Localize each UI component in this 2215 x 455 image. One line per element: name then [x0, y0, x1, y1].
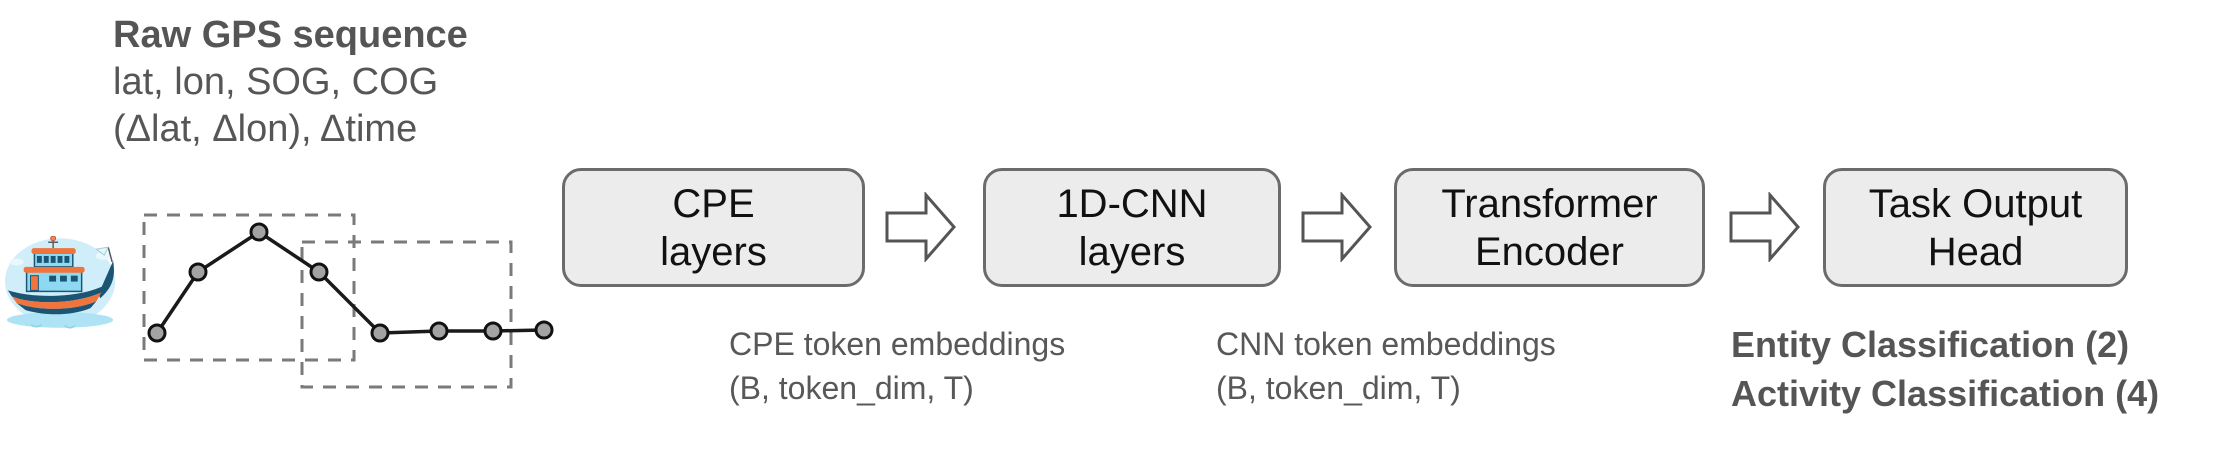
cpe-embeddings-label: CPE token embeddings (B, token_dim, T) — [729, 322, 1065, 410]
box-label-line2: layers — [660, 229, 767, 274]
entity-classification-label: Entity Classification (2) — [1731, 324, 2130, 365]
cpe-layers-box: CPE layers — [562, 168, 865, 287]
trajectory-point — [483, 321, 503, 341]
sliding-window-box — [142, 213, 356, 362]
raw-gps-title: Raw GPS sequence — [113, 14, 468, 56]
trajectory-point — [309, 262, 329, 282]
task-output-head-box: Task Output Head — [1823, 168, 2128, 287]
gps-trajectory-plot — [142, 213, 554, 389]
trajectory-point — [429, 321, 449, 341]
box-label-line1: 1D-CNN — [1056, 181, 1208, 226]
cnn-layers-box: 1D-CNN layers — [983, 168, 1281, 287]
box-label-line2: layers — [1078, 229, 1186, 274]
box-label-line2: Head — [1927, 229, 2024, 274]
trajectory-line — [155, 229, 545, 335]
trajectory-point — [370, 323, 390, 343]
cnn-embeddings-line1: CNN token embeddings — [1216, 326, 1556, 362]
activity-classification-label: Activity Classification (4) — [1731, 373, 2160, 414]
cpe-embeddings-line1: CPE token embeddings — [729, 326, 1066, 362]
box-label-line2: Encoder — [1475, 229, 1624, 274]
raw-gps-text-block: Raw GPS sequence lat, lon, SOG, COG (Δla… — [113, 12, 468, 153]
trajectory-point — [534, 320, 554, 340]
boat-icon — [4, 236, 116, 329]
raw-gps-features: lat, lon, SOG, COG — [113, 61, 439, 103]
sliding-window-box — [300, 240, 513, 389]
raw-gps-deltas: (Δlat, Δlon), Δtime — [113, 108, 418, 150]
flow-arrow-icon — [1301, 192, 1372, 262]
cnn-embeddings-line2: (B, token_dim, T) — [1216, 370, 1461, 406]
trajectory-point — [249, 222, 269, 242]
flow-arrow-icon — [885, 192, 956, 262]
task-outputs-label: Entity Classification (2) Activity Class… — [1731, 320, 2159, 418]
box-label-line1: Task Output — [1868, 181, 2083, 226]
trajectory-point — [188, 262, 208, 282]
cnn-embeddings-label: CNN token embeddings (B, token_dim, T) — [1216, 322, 1556, 410]
trajectory-point — [147, 323, 167, 343]
box-label-line1: CPE — [672, 181, 755, 226]
box-label-line1: Transformer — [1441, 181, 1658, 226]
transformer-encoder-box: Transformer Encoder — [1394, 168, 1705, 287]
cpe-embeddings-line2: (B, token_dim, T) — [729, 370, 974, 406]
flow-arrow-icon — [1729, 192, 1800, 262]
